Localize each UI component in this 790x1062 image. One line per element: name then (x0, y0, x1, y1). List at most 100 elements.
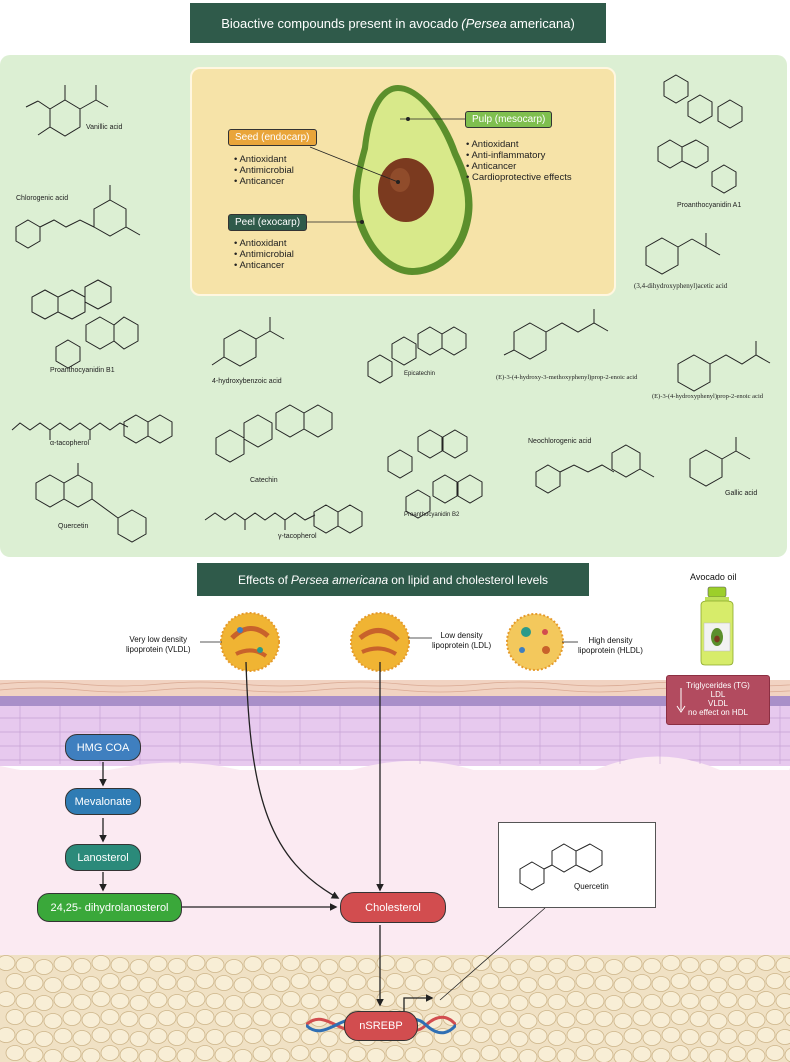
label-methoxyphenyl-acid: (E)-3-(4-hydroxy-3-methoxyphenyl)prop-2-… (496, 374, 638, 381)
label-neochlorogenic-acid: Neochlorogenic acid (528, 438, 592, 445)
fat-cell (680, 957, 700, 973)
bottom-title-italic: Persea americana (290, 572, 389, 587)
fat-cell (157, 974, 177, 990)
fat-cell (319, 995, 339, 1011)
fat-cell (547, 1030, 567, 1046)
fat-cell (81, 1012, 101, 1028)
fat-cell (604, 995, 624, 1011)
fat-cell (509, 1031, 529, 1047)
fat-cell (775, 993, 790, 1009)
fat-cell (110, 957, 130, 973)
fat-cell (670, 1009, 690, 1025)
fat-cell (689, 1011, 709, 1027)
fat-cell (518, 1013, 538, 1029)
fat-cell (233, 1013, 253, 1029)
fat-cell (471, 955, 491, 971)
chlorogenic-acid-structure (15, 185, 141, 249)
fat-cell (471, 991, 491, 1007)
fat-cell (34, 959, 54, 975)
fat-cell (0, 1027, 16, 1043)
lipid-effects-box: Triglycerides (TG) LDL VLDL no effect on… (666, 675, 770, 725)
fat-cell (62, 974, 82, 990)
fat-cell (91, 955, 111, 971)
fat-cell (566, 991, 586, 1007)
fat-cell (499, 1047, 519, 1062)
avocado-illustration (298, 85, 473, 275)
fat-cell (100, 1009, 120, 1025)
fat-cell (585, 957, 605, 973)
fat-cell (699, 1031, 719, 1047)
fat-cell (53, 1028, 73, 1044)
fat-cell (224, 1031, 244, 1047)
fat-cell (328, 1049, 348, 1062)
peel-tag: Peel (exocarp) (228, 214, 308, 231)
label-hydroxyphenyl-acid: (E)-3-(4-hydroxyphenyl)prop-2-enoic acid (652, 393, 763, 400)
fat-cell (366, 1048, 386, 1062)
coumaric-acid-structure (677, 341, 771, 392)
fat-cell (319, 959, 339, 975)
fat-cell (461, 1012, 481, 1028)
fat-cell (632, 1010, 652, 1026)
fat-cell (243, 1028, 263, 1044)
fat-cell (148, 1028, 168, 1044)
hydroxybenzoic-acid-structure (211, 317, 285, 367)
fat-cell (471, 1027, 491, 1043)
fat-cell (119, 1047, 139, 1062)
fat-cell (24, 1011, 44, 1027)
fat-cell (309, 1047, 329, 1062)
alpha-tocopherol-structure (11, 414, 173, 444)
pulp-prop: Cardioprotective effects (466, 172, 572, 183)
fat-cell (271, 976, 291, 992)
ldl-label-line: lipoprotein (LDL) (432, 641, 492, 650)
fat-cell (91, 1027, 111, 1043)
top-title-prefix: Bioactive compounds present in avocado (221, 15, 459, 31)
fat-cell (300, 957, 320, 973)
fat-cell (72, 994, 92, 1010)
dihydrolanosterol-node: 24,25- dihydrolanosterol (37, 893, 182, 922)
fat-cell (642, 1030, 662, 1046)
fat-cell (0, 991, 16, 1007)
fat-cell (385, 1045, 405, 1061)
avocado-oil-bottle-icon (700, 586, 734, 666)
seed-prop: Anticancer (234, 176, 294, 187)
fat-cell (699, 959, 719, 975)
fat-cell (423, 1049, 443, 1062)
fat-cell (62, 1010, 82, 1026)
pulp-properties: Antioxidant Anti-inflammatory Anticancer… (466, 139, 572, 183)
fat-cell (784, 975, 790, 991)
fat-cell (5, 1009, 25, 1025)
fat-cell (186, 991, 206, 1007)
fat-cell (452, 994, 472, 1010)
label-proanthocyanidin-a1: Proanthocyanidin A1 (677, 202, 742, 209)
vanillic-acid-structure (25, 85, 109, 137)
label-proanthocyanidin-b2: Proanthocyanidin B2 (404, 512, 460, 518)
fat-cell (300, 993, 320, 1009)
fat-cell (604, 959, 624, 975)
fat-cell (34, 1031, 54, 1047)
fat-cell (642, 994, 662, 1010)
fat-cell (138, 1049, 158, 1062)
label-alpha-tocopherol: α-tacopherol (50, 440, 90, 447)
fat-cell (214, 1047, 234, 1062)
fat-cell (756, 991, 776, 1007)
effect-triglycerides: Triglycerides (TG) (686, 681, 750, 690)
label-epicatechin: Epicatechin (404, 371, 436, 377)
fat-cell (689, 1047, 709, 1062)
fat-cell (585, 993, 605, 1009)
fat-cell (623, 992, 643, 1008)
avocado-oil-label: Avocado oil (690, 572, 737, 582)
fat-cell (414, 1031, 434, 1047)
fat-cell (575, 1009, 595, 1025)
fat-cell (594, 1047, 614, 1062)
fat-cell (195, 973, 215, 989)
fat-cell (642, 958, 662, 974)
fat-cell (604, 1031, 624, 1047)
fat-cell (186, 955, 206, 971)
effect-vldl: VLDL (707, 699, 728, 708)
fat-cell (613, 977, 633, 993)
fat-cell (518, 1049, 538, 1062)
fat-cell (680, 993, 700, 1009)
fat-cell (509, 995, 529, 1011)
fat-cell (81, 1048, 101, 1062)
fat-cell (129, 1031, 149, 1047)
